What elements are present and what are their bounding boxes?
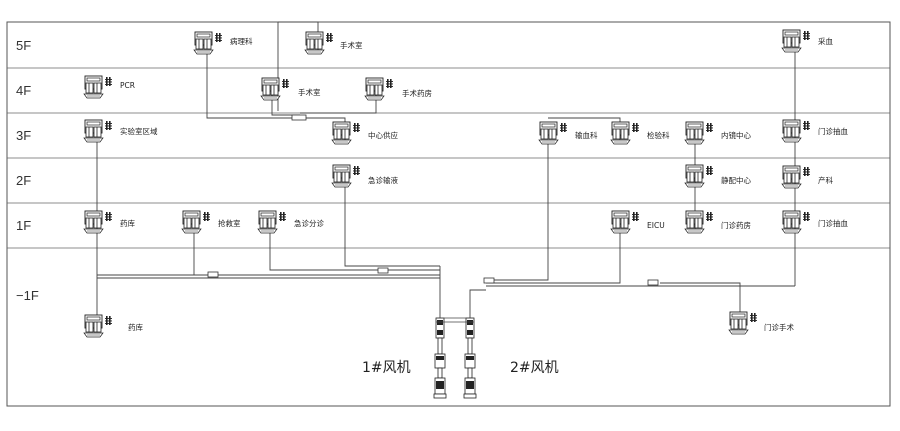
station-label: 输血科: [575, 130, 598, 140]
station-label: 静配中心: [721, 175, 751, 185]
station-label: 药库: [120, 218, 135, 228]
station-label: 门诊抽血: [818, 126, 848, 136]
floor-grid: [6, 21, 891, 407]
station-label: 药库: [128, 322, 143, 332]
station-label: 病理科: [230, 36, 253, 46]
fan-2-symbol: [463, 317, 477, 399]
station-label: 手术药房: [402, 88, 432, 98]
floor-label-2f: 2F: [16, 173, 31, 188]
station-label: 手术室: [298, 87, 321, 97]
station-label: 门诊抽血: [818, 218, 848, 228]
station-label: 内镜中心: [721, 130, 751, 140]
fan-1-label: 1#风机: [362, 360, 411, 376]
station-label: 抢救室: [218, 218, 241, 228]
station-label: 急诊分诊: [294, 218, 324, 228]
station-label: 采血: [818, 36, 833, 46]
fan-1-symbol: [433, 317, 447, 399]
floor-label-b1f: −1F: [16, 288, 39, 303]
floor-label-3f: 3F: [16, 128, 31, 143]
station-label: PCR: [120, 81, 135, 90]
floor-label-1f: 1F: [16, 218, 31, 233]
fan-2-label: 2#风机: [510, 360, 559, 376]
floor-label-4f: 4F: [16, 83, 31, 98]
station-label: 中心供应: [368, 130, 398, 140]
station-label: 门诊药房: [721, 220, 751, 230]
station-label: EICU: [647, 221, 665, 230]
station-label: 产科: [818, 175, 833, 185]
station-label: 门诊手术: [764, 322, 794, 332]
station-label: 检验科: [647, 130, 670, 140]
station-label: 实验室区域: [120, 126, 158, 136]
station-label: 手术室: [340, 40, 363, 50]
station-label: 急诊输液: [368, 175, 398, 185]
floor-label-5f: 5F: [16, 38, 31, 53]
